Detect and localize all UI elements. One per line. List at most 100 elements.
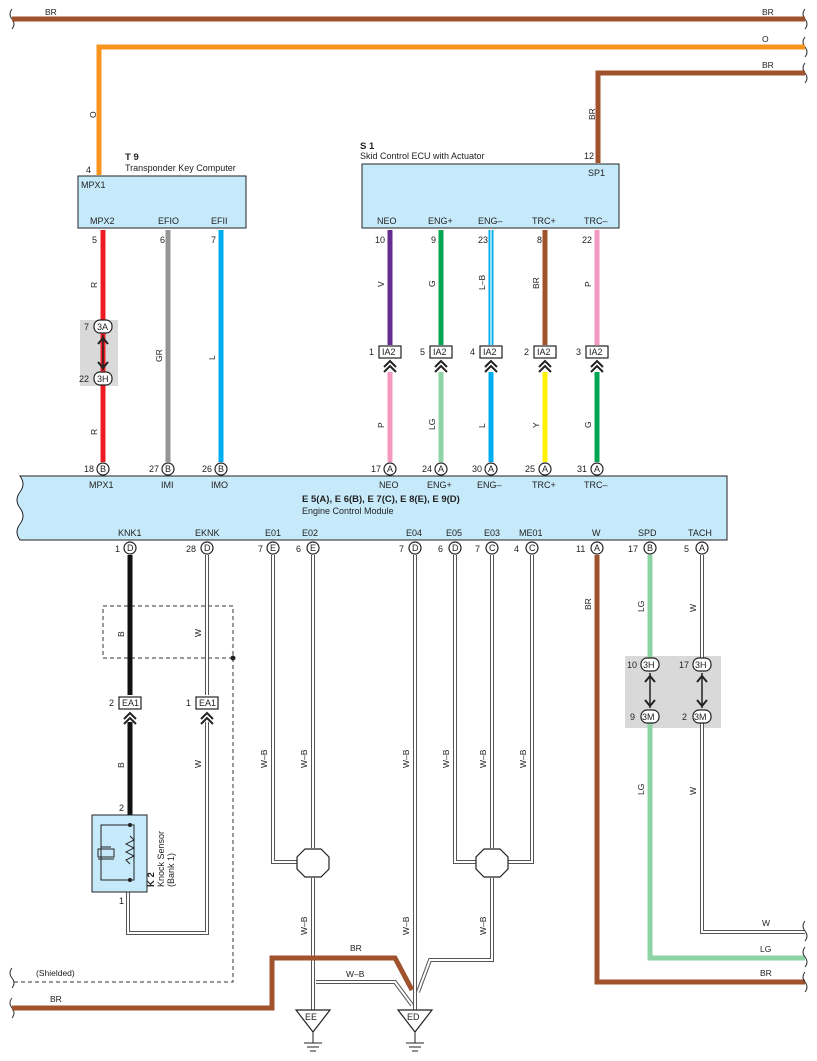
terminal-label: TRC+: [532, 216, 556, 226]
wire-label-lg: LG: [760, 944, 771, 954]
wire-label-l: L: [207, 355, 217, 360]
wire-label-wb: W–B: [401, 749, 411, 768]
wire-label-br: BR: [587, 108, 597, 120]
terminal-label: EFIO: [158, 216, 179, 226]
wire-label-wb: W–B: [478, 749, 488, 768]
pin-number: 7: [399, 544, 404, 554]
pin-number: 5: [92, 235, 97, 245]
pin-number: 6: [160, 235, 165, 245]
pin-number: 10: [375, 235, 385, 245]
shielded-note: (Shielded): [36, 968, 75, 978]
terminal-label: E02: [302, 528, 318, 538]
pin-number: 23: [478, 235, 488, 245]
spd-wire: LG LG LG 3H 10 3M 9: [627, 555, 808, 968]
pin-number: 2: [524, 347, 529, 357]
skid-control-ecu: S 1 Skid Control ECU with Actuator 12 SP…: [360, 141, 620, 245]
pin-number: 30: [472, 464, 482, 474]
t9-wires: R R GR L 3A 7 3H 22: [79, 230, 224, 462]
wire-label-y: Y: [531, 422, 541, 428]
wire-o: [96, 44, 805, 175]
ecm-id: E 5(A), E 6(B), E 7(C), E 8(E), E 9(D): [302, 494, 460, 505]
br-bottom-left: BR BR: [9, 943, 415, 1019]
wire-label-wb: W–B: [299, 749, 309, 768]
pin-letter: A: [438, 464, 444, 474]
pin-letter: A: [387, 464, 393, 474]
terminal-label: EFII: [211, 216, 228, 226]
wire-label-wb: W–B: [401, 916, 411, 935]
engine-control-module: E 5(A), E 6(B), E 7(C), E 8(E), E 9(D) E…: [16, 464, 728, 554]
wire-br-sp1: [595, 70, 805, 163]
pin-letter: A: [699, 543, 705, 553]
component-sub: (Bank 1): [166, 853, 176, 887]
wire-label-b: B: [116, 631, 126, 637]
ecm-top-pins: B B B A A A A A: [96, 462, 604, 476]
wire-label-w: W: [193, 760, 203, 768]
wire-label-p: P: [583, 281, 593, 287]
pin-letter: B: [100, 464, 106, 474]
wire-label-o: O: [88, 111, 98, 118]
wire-label-v: V: [376, 281, 386, 287]
w-wire: BR BR: [583, 555, 808, 993]
pin-number: 22: [79, 374, 89, 384]
wire-label-w: W: [688, 787, 698, 795]
pin-number: 8: [537, 235, 542, 245]
wire-label-lb: L–B: [477, 275, 487, 290]
ia2-connector-trcp: IA2 2: [524, 345, 557, 373]
transponder-key-computer: T 9 Transponder Key Computer 4 MPX1 MPX2…: [77, 152, 247, 245]
wire-label-p: P: [376, 422, 386, 428]
pin-number: 1: [186, 698, 191, 708]
connector-label: IA2: [433, 347, 447, 357]
wire-label-g: G: [427, 280, 437, 287]
wire-label-wb: W–B: [259, 749, 269, 768]
terminal-label: IMO: [211, 480, 228, 490]
wire-label-wb: W–B: [478, 916, 488, 935]
pin-letter: B: [647, 543, 653, 553]
tach-wire: W W W 3H 17 3M 2: [679, 555, 808, 942]
pin-number: 11: [576, 544, 585, 554]
pin-number: 1: [115, 544, 120, 554]
terminal-label: TRC–: [584, 480, 608, 490]
pin-number: 4: [514, 544, 519, 554]
pin-number: 4: [470, 347, 475, 357]
terminal-label: E04: [406, 528, 422, 538]
pin-number: 12: [584, 151, 594, 161]
terminal-label: ENG–: [477, 480, 502, 490]
wire-label-r: R: [89, 282, 99, 288]
pin-letter: B: [165, 464, 171, 474]
terminal-label: E01: [265, 528, 281, 538]
pin-number: 7: [258, 544, 263, 554]
eknk-wire: W W EA1 1 1: [119, 555, 219, 935]
pin-letter: E: [270, 543, 276, 553]
pin-number: 1: [119, 896, 124, 906]
terminal-label: ENG+: [427, 480, 452, 490]
component-id: S 1: [360, 141, 375, 152]
pin-number: 5: [684, 544, 689, 554]
pin-number: 1: [369, 347, 374, 357]
wire-label-r: R: [89, 429, 99, 435]
wire-label-br: BR: [760, 968, 772, 978]
ia2-connector-engm: IA2 4: [470, 345, 503, 373]
terminal-label: NEO: [379, 480, 399, 490]
pin-number: 25: [525, 464, 535, 474]
wire-label-br: BR: [50, 994, 62, 1004]
terminal-label: MPX1: [81, 180, 106, 190]
ground-label: ED: [407, 1012, 420, 1022]
wire-label-br: BR: [762, 7, 774, 17]
terminal-label: E05: [446, 528, 462, 538]
terminal-label: TACH: [688, 528, 712, 538]
s1-wires: V G L–B BR P P LG L Y G IA2 1 IA2 5 I: [369, 230, 609, 462]
pin-number: 24: [422, 464, 432, 474]
pin-number: 27: [149, 464, 159, 474]
terminal-label: SPD: [638, 528, 657, 538]
component-name: Transponder Key Computer: [125, 163, 236, 173]
pin-letter: D: [127, 543, 134, 553]
ground-wires-ed: W–B W–B W–B W–B: [416, 555, 534, 993]
component-id: K 2: [146, 872, 157, 887]
connector-label: 3M: [694, 712, 707, 722]
shield-outline: (Shielded): [9, 605, 236, 989]
wire-label-o: O: [762, 34, 769, 44]
wire-label-b: B: [116, 762, 126, 768]
top-rails: BR BR O O BR BR: [9, 7, 808, 175]
terminal-label: MPX1: [89, 480, 114, 490]
